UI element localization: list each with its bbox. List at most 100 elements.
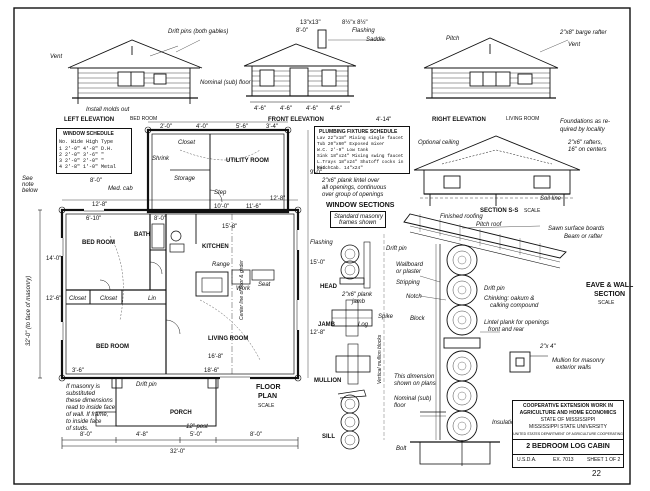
dimension-text: 3'-6" — [72, 368, 84, 374]
notch-label: Notch — [406, 294, 422, 300]
plumbing-schedule-row: W.C. 2'-9" Low tank — [317, 148, 369, 153]
dimension-text: 14'-0" — [46, 256, 62, 262]
range-label: Range — [212, 262, 230, 268]
window-schedule-row: 1 2'-0" 4'-8" D.H. — [59, 146, 114, 152]
bed-room-1-label: BED ROOM — [82, 240, 115, 246]
bolt-label: Bolt — [396, 446, 407, 452]
title-block-ex-no: EX. 7013 — [553, 457, 574, 463]
masonry-note-line: read to inside face — [66, 405, 116, 411]
left-elevation-sub: BED ROOM — [130, 116, 158, 122]
log-label: Log — [358, 322, 369, 328]
dimension-text: 12'-8" — [92, 202, 108, 208]
front-height-dim: 4'-14" — [376, 117, 392, 123]
nominal-floor-note-1: Nominal (sub) — [394, 396, 432, 402]
plumbing-schedule-row: L.Trays 18"x24" Shutoff cocks in kitch — [317, 160, 404, 171]
install-note: Install molds out — [86, 107, 130, 113]
dimension-text: 32'-0" — [170, 449, 186, 455]
masonry-note-line: Standard masonry — [334, 214, 384, 220]
mullion-masonry-note-1: Mullion for masonry — [552, 358, 605, 364]
stud-label: 2"x 4" — [540, 344, 556, 350]
storage-label: Storage — [174, 176, 196, 182]
dimension-text: 4'-8" — [136, 432, 148, 438]
dimension-text: 8'-0" — [80, 432, 92, 438]
wallboard-label: Wallboard — [396, 262, 423, 268]
window-schedule-header: No. Wide High Type — [59, 139, 114, 145]
bed-room-2-label: BED ROOM — [96, 344, 129, 350]
eave-wall-scale: SCALE — [598, 300, 615, 306]
dimension-text: 10'-0" — [214, 204, 230, 210]
chinking-note-1: Chinking: oakum & — [484, 296, 535, 302]
plumbing-schedule-row: Tub 20"x60" Exposed mixer — [317, 142, 385, 147]
title-block-line-2: AGRICULTURE AND HOME ECONOMICS — [519, 410, 617, 416]
drift-pin-label: Drift pin — [136, 382, 157, 388]
closet-top-label: Closet — [178, 140, 196, 146]
stripping-label: Stripping — [396, 280, 420, 286]
drift-pins-note: Drift pins (both gables) — [168, 29, 229, 35]
flashing-label: Flashing — [352, 28, 375, 34]
sill-label: SILL — [322, 434, 335, 440]
eave-drift-pin-label: Drift pin — [484, 286, 505, 292]
floor-plan-title-1: FLOOR — [256, 384, 281, 391]
masonry-note-line: of studs. — [66, 426, 89, 432]
plumbing-fixture-schedule: PLUMBING FIXTURE SCHEDULE Lav 22"x18" Mi… — [314, 126, 410, 174]
nominal-floor-left: Nominal (sub) floor — [200, 80, 251, 86]
eave-wall-title-1: EAVE & WALL — [586, 282, 634, 289]
title-block-line-3: STATE OF MISSISSIPPI — [540, 417, 596, 423]
masonry-frames-note: Standard masonry frames shown — [330, 211, 386, 228]
section-ss-scale: SCALE — [524, 208, 541, 214]
mullion-label: MULLION — [314, 378, 342, 384]
nominal-floor-note-2: floor — [394, 403, 406, 409]
floor-plan-title-2: PLAN — [258, 393, 278, 400]
bath-label: BATH — [134, 232, 151, 238]
front-dim-3: 8'-0" — [296, 28, 308, 34]
block-label: Block — [410, 316, 425, 322]
front-elevation-title: FRONT ELEVATION — [268, 117, 324, 123]
dimension-text: 4'-0" — [196, 124, 208, 130]
sawn-boards-label: Sawn surface boards — [548, 226, 605, 232]
section-ss-drawing — [413, 135, 581, 206]
floor-plan-scale: SCALE — [258, 403, 275, 409]
masonry-note-line: to inside face — [66, 419, 102, 425]
dimension-note-2: shown on plans — [394, 381, 436, 387]
left-elevation — [67, 39, 203, 104]
flashing-section-label: Flashing — [310, 240, 333, 246]
right-elevation-sub: LIVING ROOM — [506, 116, 540, 122]
insulation-label: Insulation — [492, 420, 518, 426]
title-block-line-5: UNITED STATES DEPARTMENT OF AGRICULTURE … — [513, 432, 623, 436]
dimension-text: 11'-6" — [246, 204, 261, 210]
kitchen-label: KITCHEN — [202, 244, 229, 250]
title-block-usda: U.S.D.A. — [517, 457, 537, 463]
mullion-masonry-note-2: exterior walls — [556, 365, 592, 371]
seat-label: Seat — [258, 282, 271, 288]
or-plaster-label: or plaster — [396, 269, 422, 275]
closet-1-label: Closet — [69, 296, 87, 302]
eave-wall-section-drawing — [403, 213, 567, 466]
front-elevation — [243, 29, 357, 103]
front-dim-1: 13"x13" — [300, 20, 321, 26]
page-number: 22 — [592, 469, 601, 478]
eave-wall-title-2: SECTION — [594, 291, 626, 298]
dimension-text: 15'-8" — [222, 224, 238, 230]
vertical-dimension-label: 32'-0" (to face of masonry) — [26, 275, 32, 346]
pitch-roof-label: Pitch roof — [476, 222, 502, 228]
beam-rafter-label: Beam or rafter — [564, 234, 603, 240]
plumbing-schedule-title: PLUMBING FIXTURE SCHEDULE — [319, 129, 398, 135]
front-dim-7: 4'-6" — [330, 106, 342, 112]
rafters-note-1: 2"x6" rafters, — [568, 140, 603, 146]
front-dim-5: 4'-6" — [280, 106, 292, 112]
pitch-label: Pitch — [446, 36, 460, 42]
dimension-text: 8'-0" — [250, 432, 262, 438]
section-ss-title: SECTION S-S — [480, 208, 519, 214]
dimension-text: 12'-6" — [46, 296, 62, 302]
window-schedule-row: 2 2'-0" 3'-6" " — [59, 152, 105, 158]
spike-label: Spike — [378, 314, 394, 320]
jamb-note-1: 2"x6" plank — [342, 292, 372, 298]
window-sections-title: WINDOW SECTIONS — [326, 202, 395, 209]
foundations-note-2: quired by locality — [560, 127, 605, 133]
soil-line-label: Soil line — [540, 196, 562, 202]
shrink-label: Shrink — [152, 156, 170, 162]
right-elevation-title: RIGHT ELEVATION — [432, 117, 486, 123]
title-block-sheet: SHEET 1 OF 2 — [587, 457, 621, 463]
lin-label: Lin — [148, 296, 157, 302]
